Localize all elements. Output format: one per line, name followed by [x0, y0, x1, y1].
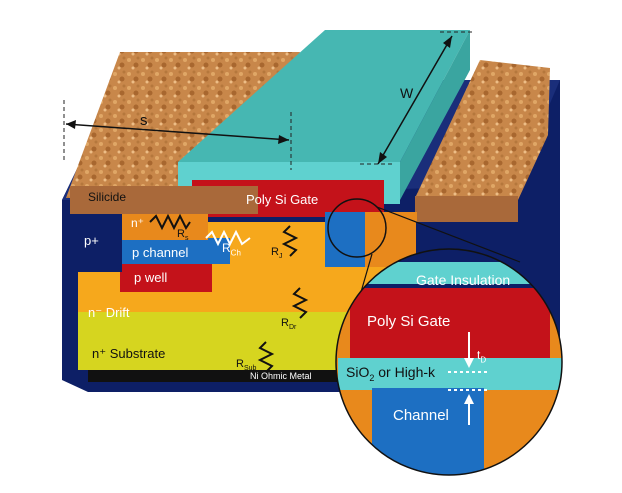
dim-s-arrow [65, 123, 290, 141]
resistor-rs [149, 213, 191, 231]
silicide-right [415, 60, 550, 200]
layer-p-well [120, 262, 212, 292]
layer-p-plus [70, 212, 122, 272]
rch-label: RCh [222, 241, 241, 258]
resistor-rd [291, 287, 309, 319]
dim-s-arrowhead-right [278, 135, 289, 144]
ohmic-metal-label: Ni Ohmic Metal [250, 371, 312, 381]
dim-w-arrowhead-bottom [378, 152, 387, 164]
silicide-label: Silicide [88, 190, 127, 204]
callout-connector-top [376, 206, 521, 263]
callout-circle [327, 198, 387, 258]
inset-channel-label: Channel [393, 407, 449, 424]
layer-p-channel [120, 238, 230, 264]
rj-label: RJ [271, 246, 283, 261]
p-plus-label: p+ [84, 233, 99, 248]
layer-silicide-front [70, 186, 258, 214]
dim-s-label: s [140, 112, 148, 129]
inset-thickness-label: tD [477, 348, 487, 365]
inset-dielectric-label: SiO2 or High-k [346, 364, 436, 383]
n-plus-label: n⁺ [131, 216, 145, 230]
gate-insulator-top [178, 30, 470, 162]
rdr-label: RDr [281, 317, 297, 332]
inset-poly-gate-label: Poly Si Gate [367, 313, 451, 330]
rs-label: Rs [177, 228, 189, 243]
dim-w-label: W [400, 85, 414, 101]
inset-border [335, 248, 563, 476]
dim-w-arrow [377, 35, 453, 165]
silicide-right-front [415, 196, 518, 224]
dim-w-arrowhead-top [443, 36, 452, 48]
layer-metal [88, 370, 416, 382]
layer-p-channel-right [325, 212, 365, 267]
p-well-label: p well [134, 270, 168, 285]
resistor-rsub [257, 341, 275, 373]
rsub-label: RSub [236, 358, 257, 373]
p-channel-label: p channel [132, 245, 189, 260]
n-substrate-label: n⁺ Substrate [92, 346, 166, 361]
inset-magnified-view [336, 249, 562, 475]
resistor-rj [281, 225, 299, 257]
n-drift-label: n⁻ Drift [88, 305, 130, 320]
gate-insulator-side [400, 30, 470, 200]
resistor-rch [205, 229, 251, 247]
poly-gate-label: Poly Si Gate [246, 192, 319, 207]
dim-s-arrowhead-left [66, 120, 76, 129]
inset-gate-insulation-label: Gate Insulation [416, 272, 511, 288]
